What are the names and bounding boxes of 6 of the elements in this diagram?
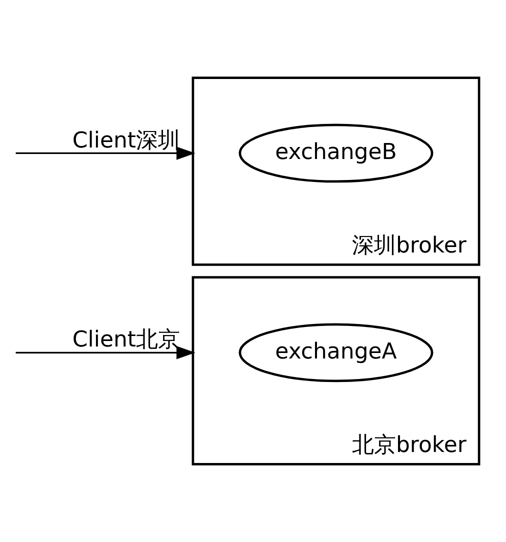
arrow <box>16 146 196 160</box>
node-ellipse: exchangeA <box>238 323 434 382</box>
edge-label: Client北京 <box>72 328 180 353</box>
node-ellipse: exchangeB <box>238 124 434 183</box>
edge-label: Client深圳 <box>72 128 180 154</box>
arrow <box>16 346 196 360</box>
